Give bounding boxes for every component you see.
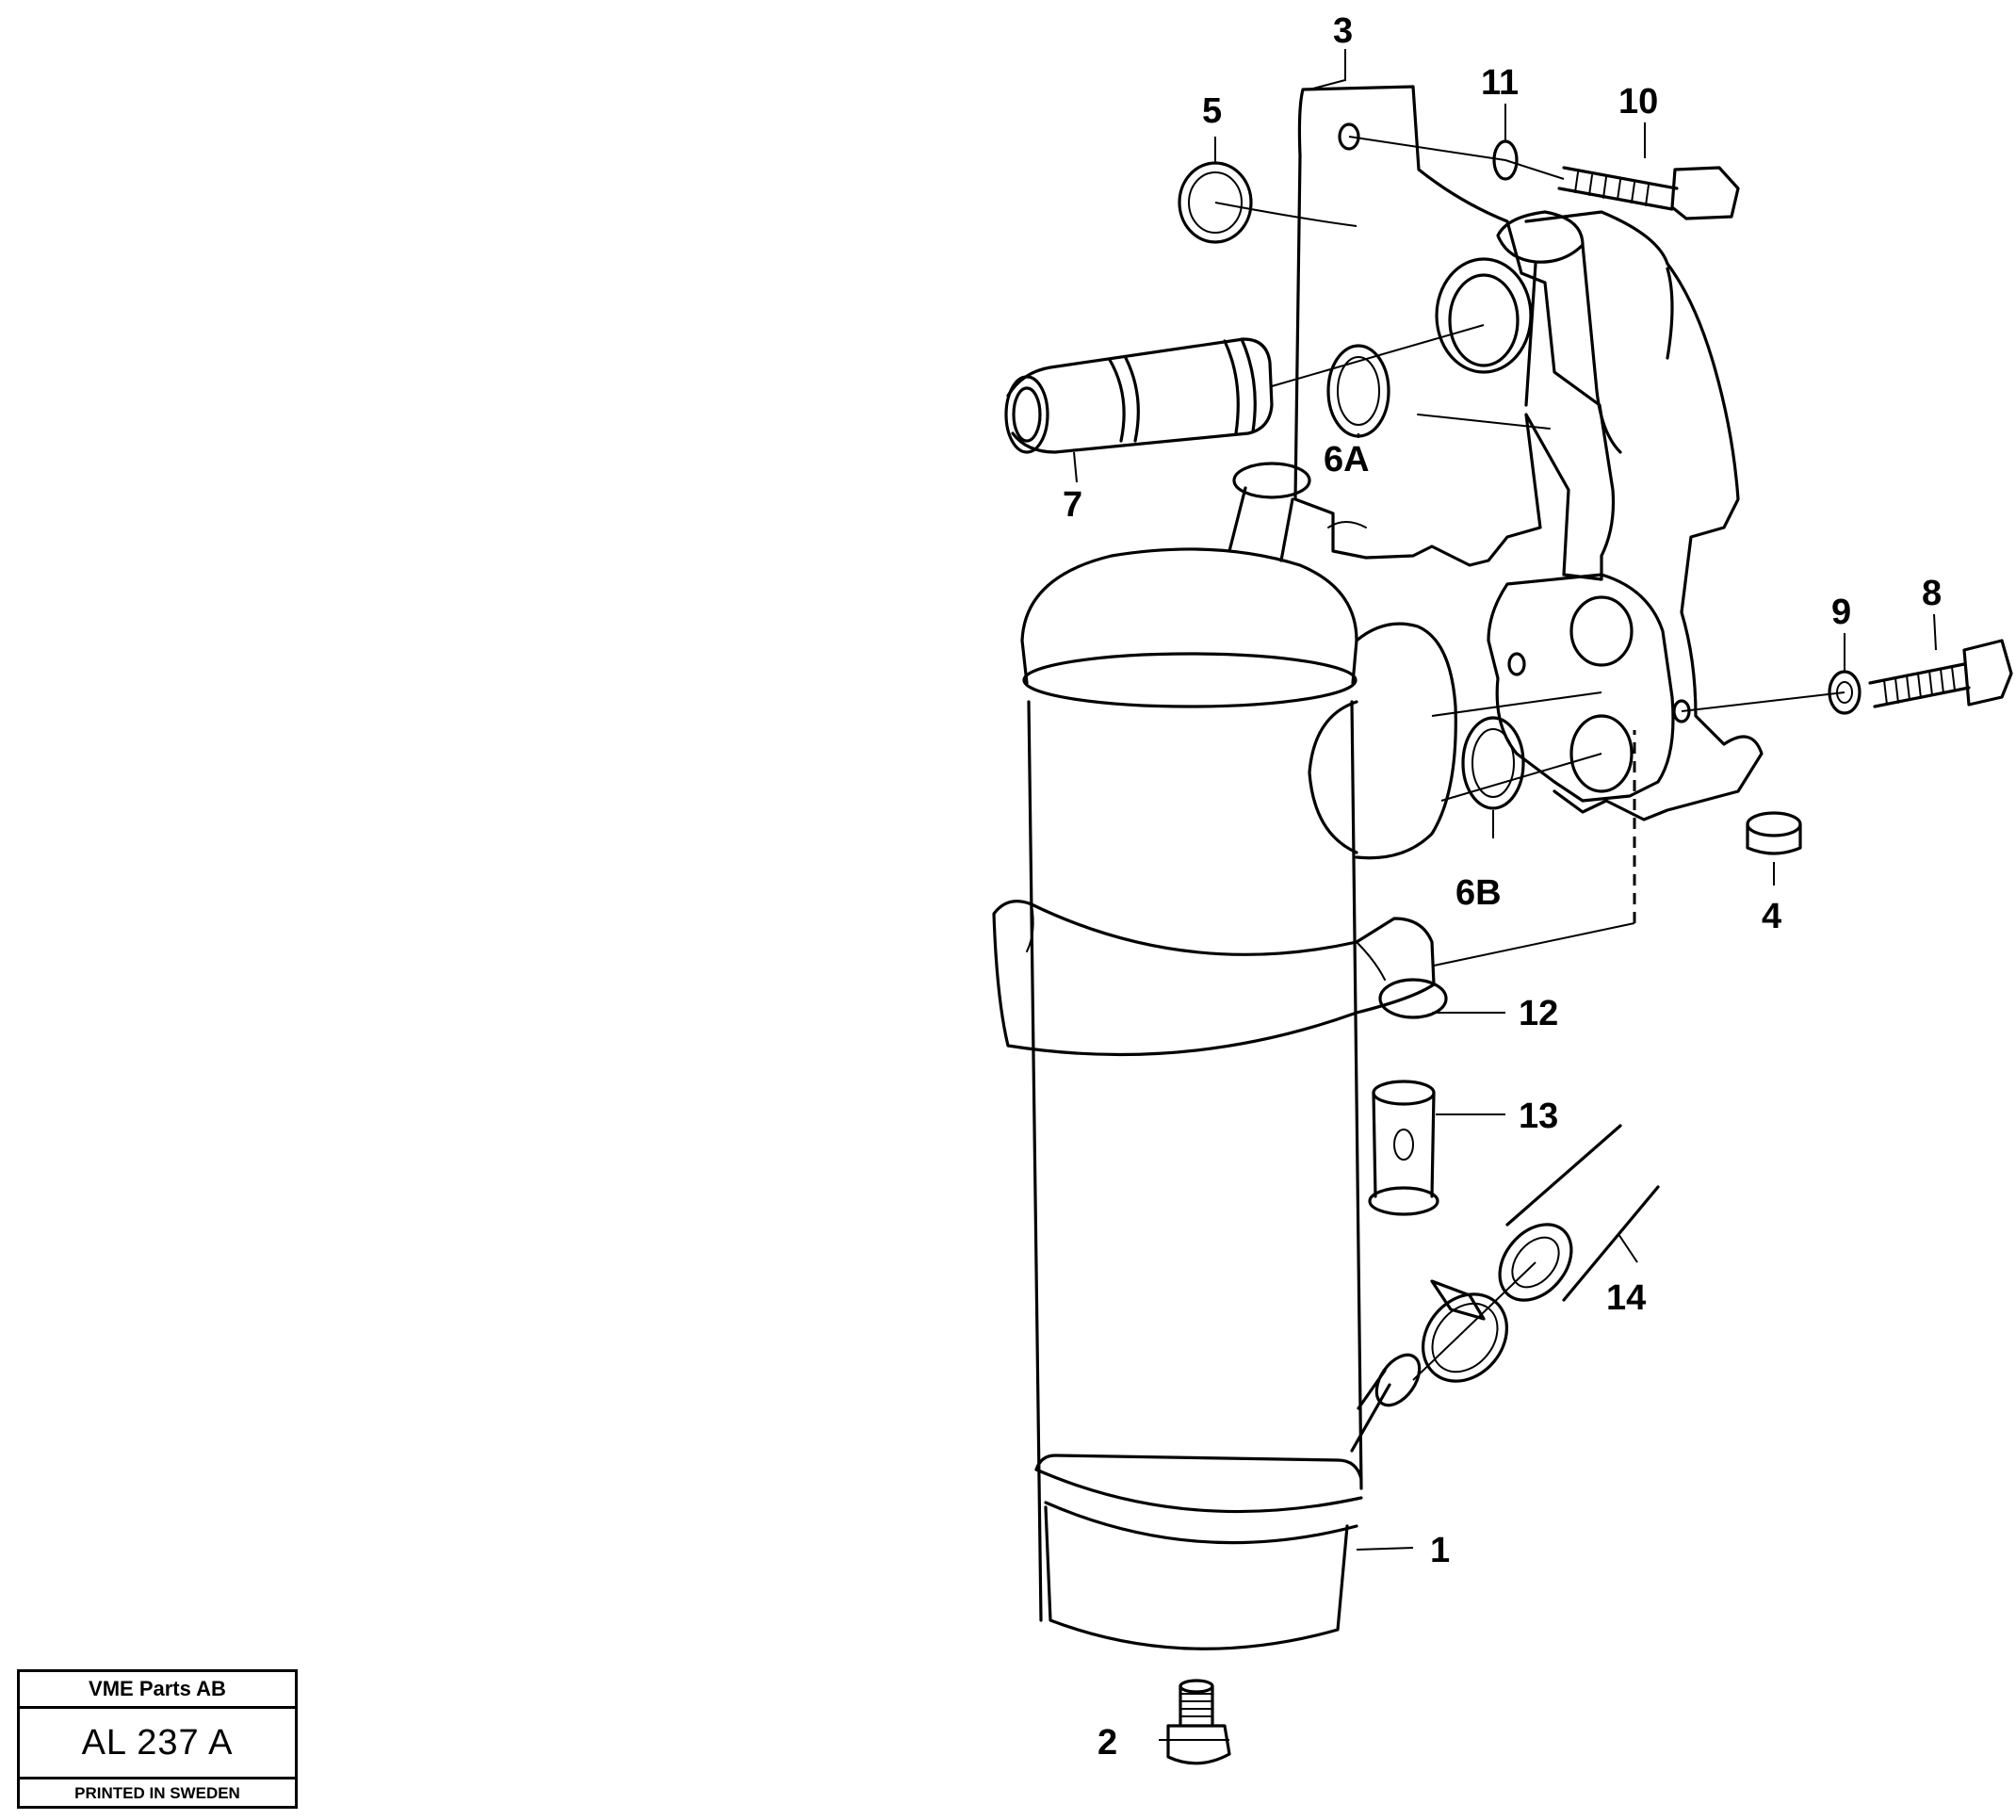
- part-1-canister: [992, 462, 1457, 1650]
- drawing-number: AL 237 A: [20, 1709, 295, 1779]
- callout-10: 10: [1618, 82, 1658, 122]
- callout-6b: 6B: [1455, 873, 1502, 913]
- part-2-drain-plug: [1166, 1679, 1231, 1765]
- callout-13: 13: [1519, 1097, 1558, 1136]
- callout-5: 5: [1202, 91, 1222, 131]
- part-5-seal-ring-inner: [1188, 171, 1243, 234]
- callout-1: 1: [1430, 1531, 1450, 1570]
- part-3-bracket: [1293, 85, 1616, 581]
- part-6a-seal-ring-inner: [1337, 356, 1380, 426]
- assembly-lines: [1214, 136, 1845, 1381]
- drawing-title-block: VME Parts AB AL 237 A PRINTED IN SWEDEN: [17, 1669, 298, 1809]
- callout-8: 8: [1922, 574, 1942, 613]
- callout-6a: 6A: [1324, 440, 1370, 479]
- callout-14: 14: [1606, 1278, 1646, 1318]
- printed-in-note: PRINTED IN SWEDEN: [74, 1784, 240, 1802]
- company-name: VME Parts AB: [20, 1672, 295, 1709]
- part-6b-seal-ring: [1461, 716, 1525, 810]
- part-13-pin: [1368, 1080, 1439, 1216]
- callout-3: 3: [1333, 11, 1353, 51]
- part-8-bolt: [1868, 639, 2013, 708]
- part-7-tube: [1004, 337, 1274, 454]
- part-10-bolt: [1557, 166, 1740, 220]
- callout-9: 9: [1831, 593, 1851, 632]
- part-6b-seal-ring-inner: [1471, 728, 1515, 798]
- callout-11: 11: [1481, 63, 1519, 103]
- callout-2: 2: [1097, 1723, 1117, 1763]
- callout-12: 12: [1519, 994, 1558, 1033]
- callout-labels: 1 2 3 4 5 6A 6B 7 8 9 10 11 12 13 14: [1063, 11, 1942, 1763]
- callout-7: 7: [1063, 485, 1082, 525]
- housing-flange: [1435, 210, 1764, 821]
- hose-clamp: [1421, 1279, 1509, 1383]
- callout-leaders: [1073, 49, 1937, 1741]
- part-4-cap: [1746, 811, 1802, 855]
- part-14-hose: [1498, 1124, 1660, 1302]
- callout-4: 4: [1762, 897, 1781, 936]
